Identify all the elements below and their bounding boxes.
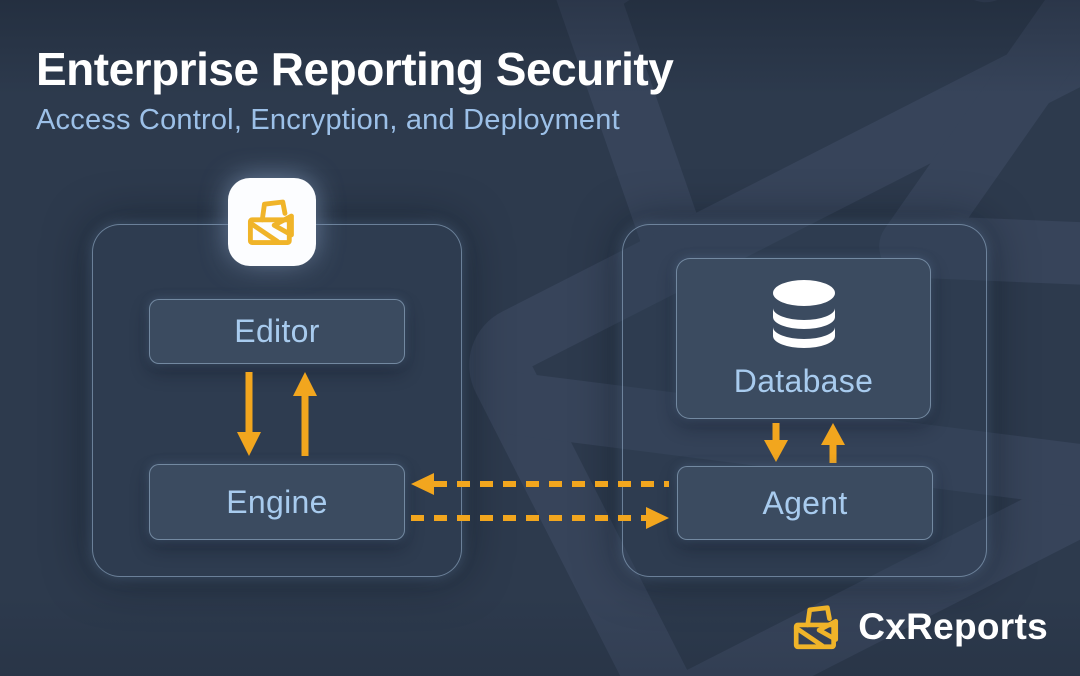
database-node: Database [676, 258, 931, 419]
engine-to-agent-dashed-arrow [411, 507, 669, 529]
engine-node-label: Engine [226, 483, 328, 520]
editor-node: Editor [149, 299, 405, 364]
editor-to-engine-arrow [237, 372, 261, 456]
database-icon [772, 280, 835, 348]
cxreports-logo-icon [794, 605, 839, 650]
cxreports-logo-icon [247, 199, 294, 245]
engine-to-editor-arrow [293, 372, 317, 456]
page-subtitle: Access Control, Encryption, and Deployme… [36, 104, 620, 136]
brand-wordmark: CxReports [858, 606, 1048, 647]
database-node-label: Database [733, 363, 874, 399]
agent-node-label: Agent [762, 484, 848, 521]
agent-to-database-arrow [821, 423, 845, 463]
agent-to-engine-dashed-arrow [411, 473, 669, 495]
editor-node-label: Editor [234, 313, 320, 349]
database-to-agent-arrow [764, 423, 788, 462]
agent-node: Agent [677, 466, 933, 540]
engine-node: Engine [149, 464, 405, 540]
cxreports-app-badge [228, 178, 316, 266]
brand-footer: CxReports [791, 604, 1048, 650]
page-title: Enterprise Reporting Security [36, 43, 674, 95]
